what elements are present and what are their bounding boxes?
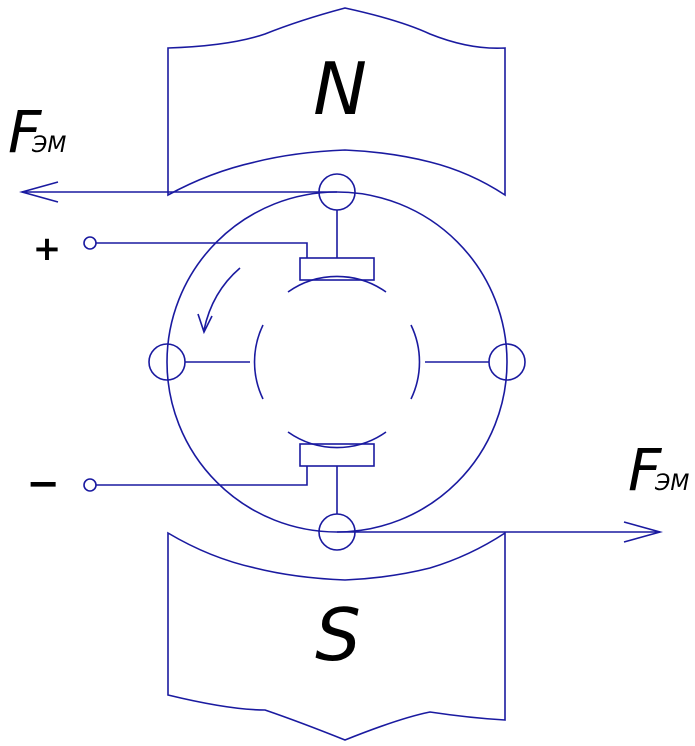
commutator-segment-left (253, 324, 264, 400)
north-pole-piece (167, 7, 506, 197)
lead-minus (96, 466, 308, 486)
commutator-segment-bottom (287, 431, 387, 449)
force-arrow-bottom-head (623, 521, 663, 543)
rotation-arrow (203, 267, 241, 331)
terminal-minus (83, 478, 97, 492)
south-pole-piece (167, 531, 506, 741)
brush-top (299, 257, 375, 281)
force-label-bottom: F (628, 436, 663, 504)
north-pole-label: N (313, 47, 367, 131)
commutator-segment-top (287, 275, 387, 293)
terminal-plus (83, 236, 97, 250)
commutator-segment-right (410, 324, 421, 400)
south-pole-label: S (315, 593, 361, 677)
force-arrow-top-head (19, 181, 59, 203)
lead-plus (96, 242, 308, 258)
plus-sign: + (33, 229, 62, 269)
minus-sign: − (26, 461, 60, 507)
brush-bottom (299, 443, 375, 467)
force-label-top: F (8, 98, 43, 166)
force-label-top-subscript: ЭМ (31, 133, 66, 158)
rotation-arrowhead (197, 313, 213, 335)
force-label-bottom-subscript: ЭМ (654, 471, 689, 496)
